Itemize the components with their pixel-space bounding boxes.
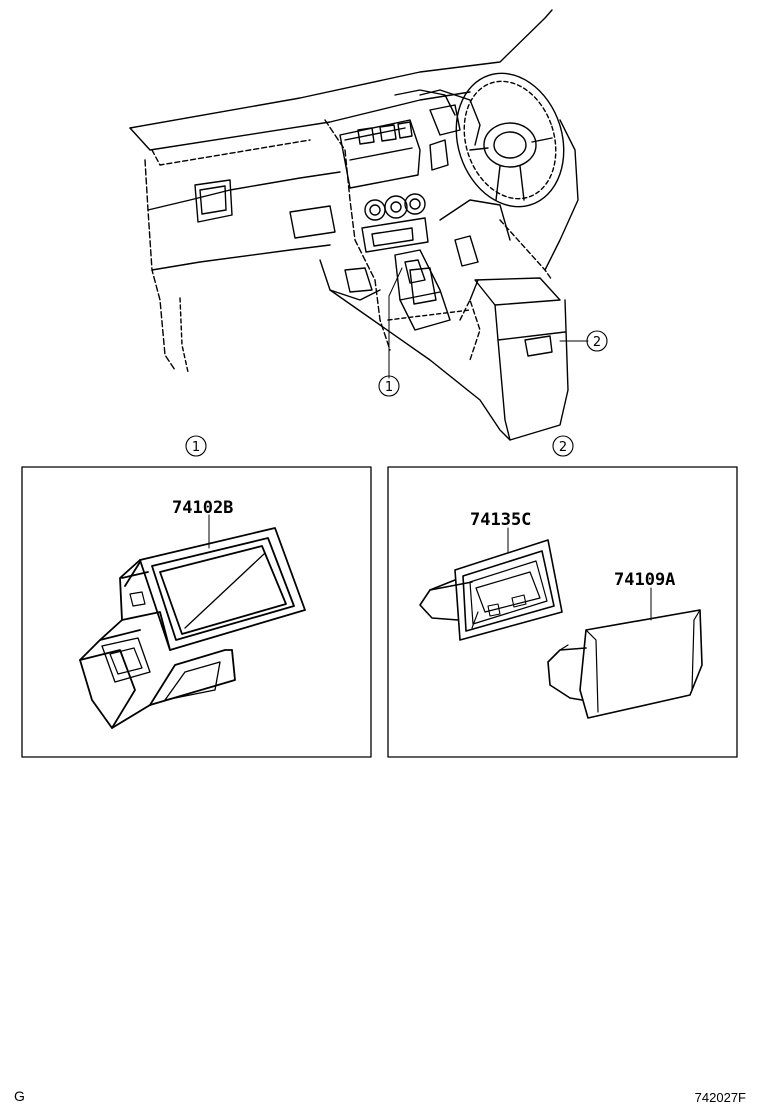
panel-left-frame [21, 466, 372, 758]
part-74102b-illustration [79, 527, 306, 729]
panel-right-frame [387, 466, 738, 758]
overview-leader-lines [388, 267, 589, 379]
overview-callout-1 [378, 375, 400, 397]
overview-callout-2 [586, 330, 608, 352]
dashboard-overview-illustration [129, 9, 579, 441]
overview-callout-1-number: 1 [385, 380, 393, 395]
part-74109a-illustration [547, 609, 703, 719]
panel-right-callout-number: 2 [559, 440, 567, 455]
footer-right-code: 742027F [694, 1090, 746, 1105]
part-74102b-label: 74102B [172, 498, 233, 518]
part-74135c-label: 74135C [470, 510, 531, 530]
panel-left-callout [185, 435, 207, 457]
panel-left-callout-number: 1 [192, 440, 200, 455]
overview-callout-2-number: 2 [593, 335, 601, 350]
part-74135c-illustration [419, 539, 563, 641]
part-74109a-label: 74109A [614, 570, 675, 590]
footer-left-code: G [14, 1088, 25, 1104]
panel-right-callout [552, 435, 574, 457]
